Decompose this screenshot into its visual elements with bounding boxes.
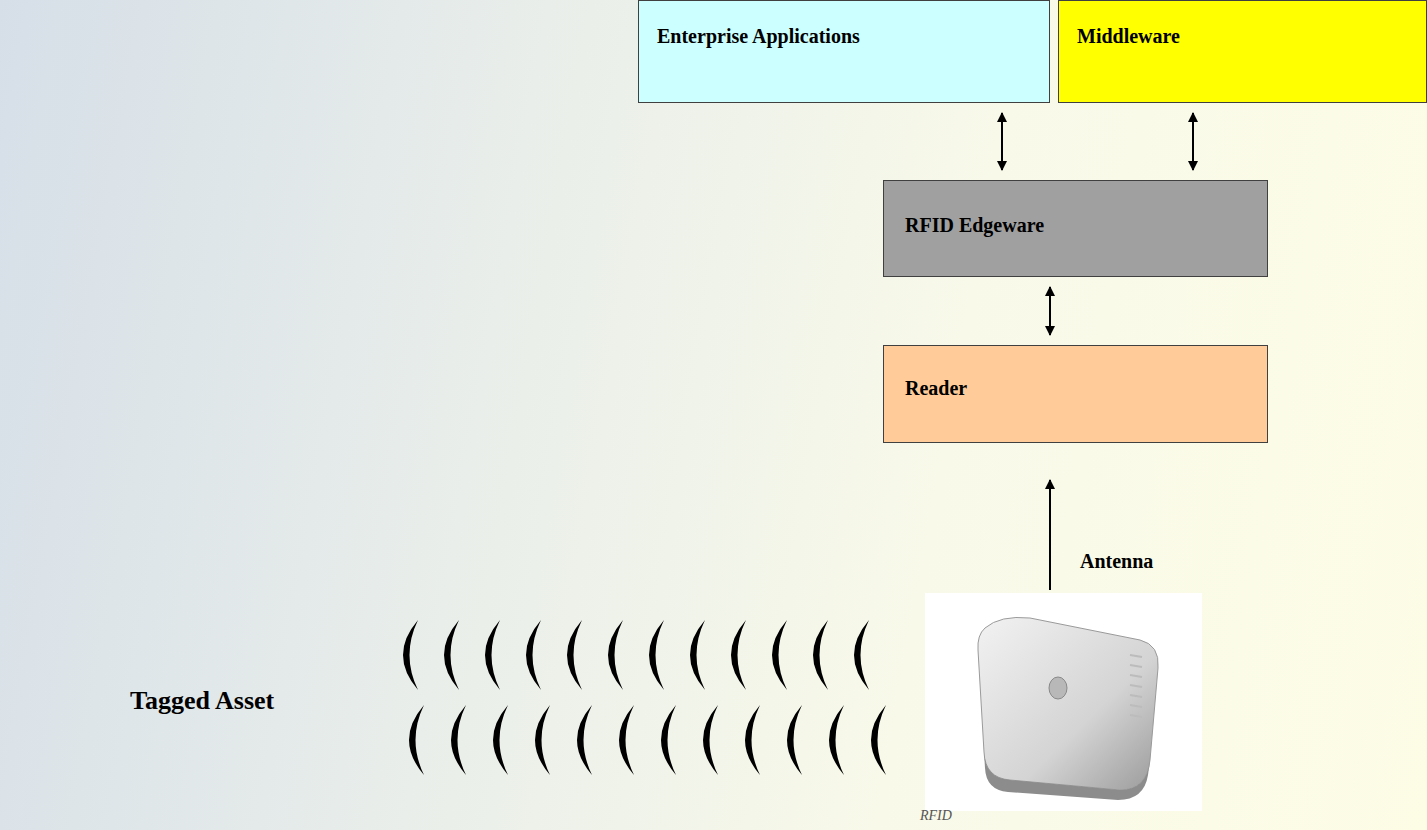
connector-arrow — [1001, 113, 1003, 170]
wave-arc — [493, 705, 508, 775]
wave-arc — [871, 705, 886, 775]
wave-arc — [745, 705, 760, 775]
wave-arc — [787, 705, 802, 775]
process-box: RFID Edgeware — [883, 180, 1268, 277]
wave-arc — [649, 620, 664, 690]
wave-arc — [829, 705, 844, 775]
wave-arc — [451, 705, 466, 775]
wave-arc — [485, 620, 500, 690]
box-label: Enterprise Applications — [657, 25, 860, 48]
wave-arc — [619, 705, 634, 775]
antenna-picture — [925, 593, 1202, 811]
process-box: Middleware — [1058, 0, 1427, 103]
wave-arc — [403, 620, 418, 690]
wave-arc — [526, 620, 541, 690]
wave-arc — [577, 705, 592, 775]
process-box: Reader — [883, 345, 1268, 443]
wave-arc — [661, 705, 676, 775]
diagram-label: Antenna — [1080, 550, 1153, 573]
wave-arc — [731, 620, 746, 690]
wave-arc — [409, 705, 424, 775]
wave-arc — [535, 705, 550, 775]
connector-arrow — [1192, 113, 1194, 170]
wave-arc — [567, 620, 582, 690]
box-label: Reader — [905, 377, 967, 400]
diagram-label: Tagged Asset — [130, 686, 274, 716]
wave-arc — [854, 620, 869, 690]
wave-arc — [703, 705, 718, 775]
antenna-feed-arrow — [1049, 480, 1051, 590]
wave-arc — [608, 620, 623, 690]
wave-arc — [813, 620, 828, 690]
wave-arc — [444, 620, 459, 690]
diagram-label: RFID — [920, 808, 952, 824]
process-box: Enterprise Applications — [638, 0, 1050, 103]
connector-arrow — [1049, 287, 1051, 335]
box-label: RFID Edgeware — [905, 214, 1044, 237]
wave-arc — [772, 620, 787, 690]
radio-waves — [403, 620, 886, 775]
box-label: Middleware — [1077, 25, 1180, 48]
wave-arc — [690, 620, 705, 690]
